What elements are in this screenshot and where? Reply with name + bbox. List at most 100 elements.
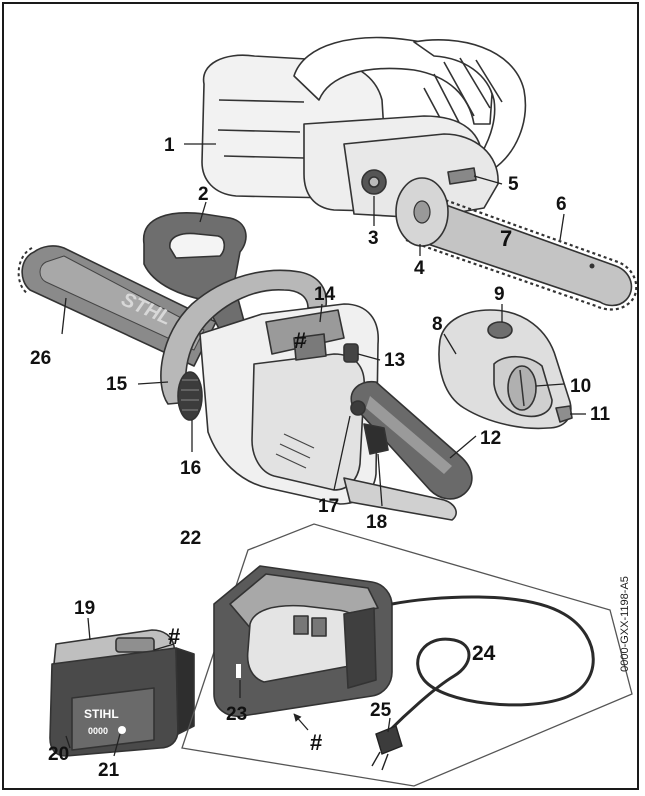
label-11: 11 (590, 404, 611, 425)
tensioner-5 (447, 167, 477, 185)
knob-9 (487, 321, 513, 339)
callout-labels: 1 2 3 4 5 6 7 8 9 10 11 12 13 14 15 16 1… (30, 135, 611, 781)
charger (213, 565, 393, 718)
label-2: 2 (198, 184, 209, 205)
battery-label-panel (71, 687, 155, 751)
leader-8 (443, 333, 457, 355)
battery-slot-14 (265, 309, 345, 355)
label-23: 23 (226, 704, 247, 725)
charger-frame-22 (181, 523, 633, 787)
hash-mark-battery: # (168, 624, 180, 649)
trigger-18 (363, 423, 389, 455)
sprocket-hub (368, 176, 380, 188)
label-10: 10 (570, 376, 591, 397)
battery-model: 0000 (88, 726, 108, 736)
plug-body (375, 725, 403, 755)
label-3: 3 (368, 228, 379, 249)
hash-mark-charger: # (310, 730, 322, 755)
switch-17 (350, 400, 366, 416)
leader-20 (65, 735, 71, 749)
rear-foot (343, 477, 457, 521)
reference-code-text: 0000-GXX-1198-A5 (619, 576, 631, 672)
leader-26 (61, 297, 67, 335)
charger-side-panel (343, 607, 377, 689)
leader-14 (319, 303, 323, 323)
leader-19 (87, 617, 91, 641)
battery-in-saw (293, 333, 327, 361)
leader-hash-battery (153, 643, 175, 651)
label-9: 9 (494, 284, 505, 305)
parts-diagram: STHL (2, 2, 639, 790)
sprocket-cover (438, 309, 573, 430)
leader-2 (199, 201, 207, 223)
leader-17 (333, 415, 351, 491)
label-25: 25 (370, 700, 392, 721)
hash-mark-saw: # (294, 328, 306, 353)
battery-side (175, 647, 195, 735)
label-19: 19 (74, 598, 95, 619)
label-7: 7 (500, 226, 512, 251)
label-26: 26 (30, 348, 51, 369)
battery-grip (115, 637, 155, 653)
leader-6 (559, 213, 565, 241)
grip-highlight (366, 396, 452, 474)
leader-13 (357, 353, 381, 361)
charger-kit (181, 523, 633, 787)
leader-hash-saw (303, 339, 307, 345)
leader-21 (113, 733, 121, 757)
guide-bar-7 (403, 188, 633, 307)
saw-chain-6 (405, 184, 637, 311)
battery-brand: STIHL (84, 707, 119, 721)
mains-plug-25 (371, 725, 403, 771)
label-5: 5 (508, 174, 519, 195)
saw-chain-main (17, 247, 33, 295)
diagram-canvas: STHL (17, 36, 637, 787)
plug-pin-b (381, 753, 389, 771)
label-13: 13 (384, 350, 405, 371)
handguard-slots (423, 57, 503, 145)
label-4: 4 (414, 258, 425, 279)
top-handle-frame (293, 36, 493, 125)
label-18: 18 (366, 512, 387, 533)
chainsaw-main-view: STHL (17, 212, 473, 521)
label-24: 24 (472, 642, 496, 665)
label-20: 20 (48, 744, 69, 765)
lockout-13 (343, 343, 359, 363)
chainsaw-top-view (201, 36, 527, 219)
label-16: 16 (180, 458, 201, 479)
guide-bar-top (395, 177, 637, 311)
label-15: 15 (106, 374, 128, 395)
rear-housing-groove (217, 99, 305, 159)
charger-arrow (293, 713, 309, 731)
leader-12 (449, 435, 477, 459)
wheel-ridges (181, 379, 199, 411)
label-22: 22 (180, 528, 201, 549)
reference-code: 0000-GXX-1198-A5 (615, 474, 635, 774)
charger-led-23 (236, 664, 241, 678)
power-cord-24 (386, 595, 595, 734)
leader-15 (137, 381, 169, 385)
nut-slot (519, 369, 525, 407)
label-21: 21 (98, 760, 120, 781)
handle-opening (169, 232, 226, 259)
tab-11 (555, 405, 573, 423)
housing-side (251, 353, 365, 491)
label-14: 14 (314, 284, 336, 305)
leader-5 (473, 175, 503, 185)
leader-10 (535, 383, 565, 387)
label-12: 12 (480, 428, 501, 449)
housing-vents (275, 433, 315, 469)
label-1: 1 (164, 135, 175, 156)
leader-25 (387, 717, 391, 733)
label-6: 6 (556, 194, 567, 215)
battery-pack: STIHL 0000 (49, 629, 195, 757)
plug-pin-a (371, 751, 381, 767)
side-housing (343, 133, 499, 219)
label-8: 8 (432, 314, 443, 335)
battery-button-21 (118, 726, 126, 734)
clutch-disc-hub (413, 200, 431, 224)
leader-18 (377, 453, 383, 507)
label-17: 17 (318, 496, 339, 517)
leader-lines (61, 143, 586, 757)
bar-rivet (589, 263, 595, 269)
